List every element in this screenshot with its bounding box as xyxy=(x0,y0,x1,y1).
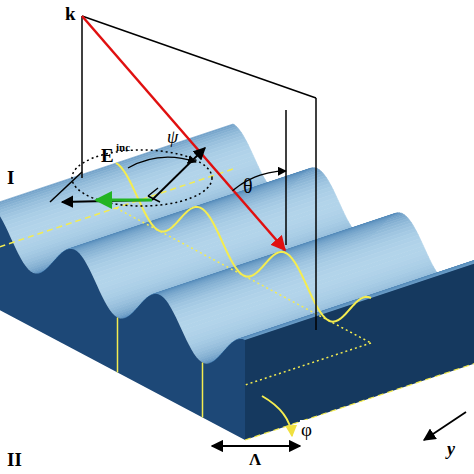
psi-arc xyxy=(128,157,196,168)
normal-line xyxy=(285,110,287,245)
axis-label: y xyxy=(446,440,456,458)
phi-arc xyxy=(262,396,292,436)
side-face xyxy=(245,259,474,440)
base-dashed xyxy=(245,359,474,440)
k-tail-mark xyxy=(148,196,160,202)
front-face xyxy=(0,205,245,440)
grating-surface xyxy=(0,124,474,440)
base-line xyxy=(245,343,371,385)
region-label: II xyxy=(6,450,23,469)
angle-label: ψ xyxy=(166,128,179,146)
polarization-ellipse xyxy=(72,150,212,206)
angle-label: θ xyxy=(242,176,254,196)
field-superscript: inc xyxy=(115,142,131,153)
plane-edge xyxy=(81,16,83,178)
geometry-lines xyxy=(0,16,474,446)
polarization-axis xyxy=(152,148,205,200)
base-line xyxy=(116,208,371,343)
trough-marker xyxy=(117,318,119,373)
field-vector-arrow xyxy=(96,199,152,202)
region-label: I xyxy=(6,168,15,187)
period-label: Λ xyxy=(248,451,262,468)
axis-arrow xyxy=(424,412,466,440)
theta-arc xyxy=(233,171,286,191)
base-dashed xyxy=(0,169,233,250)
profile-curve xyxy=(116,163,371,322)
trough-marker xyxy=(202,363,204,418)
wave-vector-arrow xyxy=(82,16,285,250)
plane-edge xyxy=(315,98,317,330)
k-tail-mark xyxy=(148,188,158,196)
vector-label: k xyxy=(64,4,77,23)
angle-label: φ xyxy=(300,420,313,439)
field-label: E xyxy=(100,146,115,165)
period-arrow xyxy=(212,445,300,447)
plane-edge xyxy=(50,172,82,202)
